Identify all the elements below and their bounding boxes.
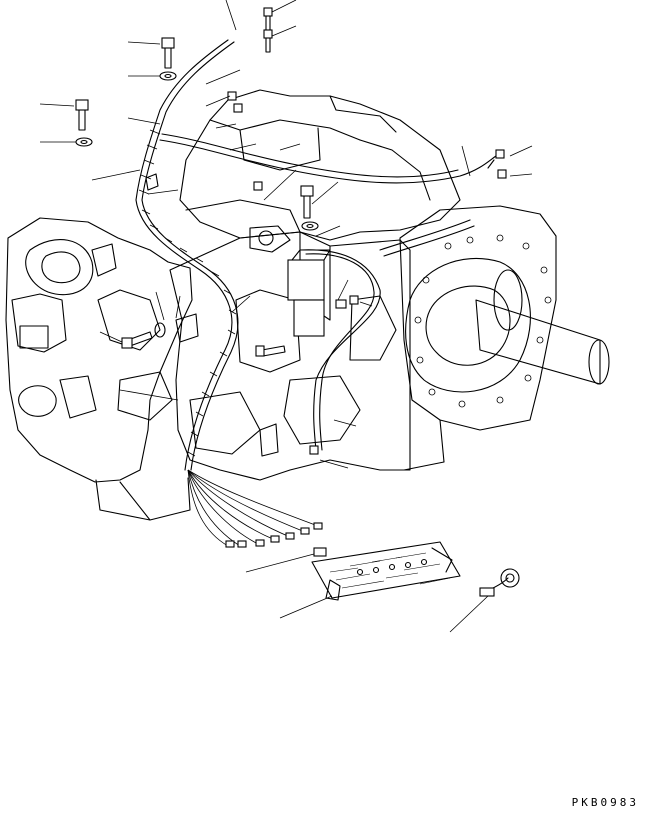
bolt-icon (161, 37, 175, 69)
output-housing (399, 205, 610, 471)
connector-block-icon (287, 249, 331, 337)
bolt-icon (75, 99, 89, 131)
left-converter-housing (5, 217, 193, 521)
washer-icon (159, 71, 177, 81)
washer-icon (154, 322, 166, 338)
clip-icon (175, 313, 199, 343)
bolt-icon (263, 29, 273, 53)
wiring-harness (135, 39, 497, 557)
ground-strap (479, 568, 520, 597)
drawing-code: PKB0983 (571, 796, 639, 809)
bolt-icon (255, 345, 286, 357)
bolt-icon (487, 149, 505, 169)
clip-icon (145, 173, 159, 191)
washer-icon (301, 221, 319, 231)
bolt-icon (300, 185, 314, 219)
bolt-icon (121, 331, 153, 349)
bolt-parts (75, 7, 507, 455)
bolt-icon (497, 169, 507, 179)
control-valve-cover (179, 89, 461, 253)
bolt-icon (263, 7, 273, 33)
leader-lines (39, 0, 533, 633)
washer-icon (75, 137, 93, 147)
fitting-icon (227, 91, 359, 455)
mounting-bracket (311, 541, 461, 601)
